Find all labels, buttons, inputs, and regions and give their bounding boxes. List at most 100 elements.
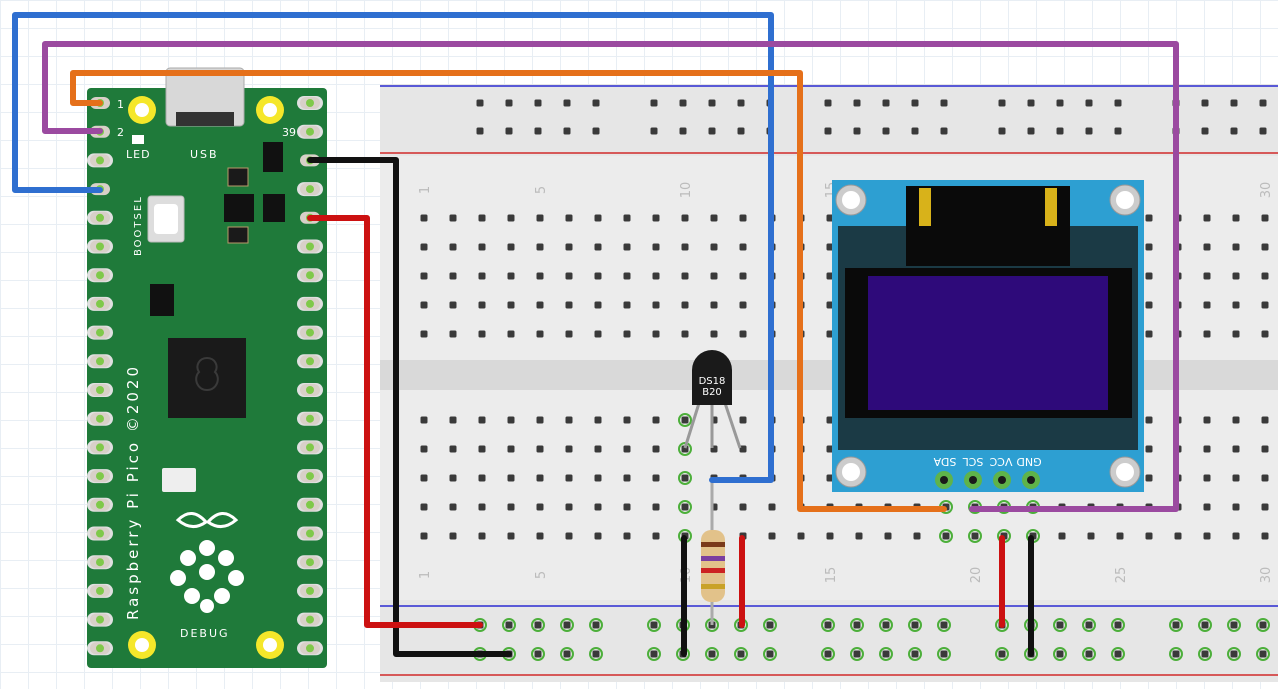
connected-hole-highlight: [531, 647, 545, 661]
breadboard-hole: [826, 474, 834, 482]
rail-hole: [1201, 650, 1209, 658]
breadboard-hole: [739, 214, 747, 222]
connected-hole-highlight: [705, 647, 719, 661]
breadboard-hole: [739, 503, 747, 511]
led-indicator: [132, 135, 144, 144]
breadboard-hole: [594, 272, 602, 280]
breadboard-hole: [420, 301, 428, 309]
pico-pin-hole: [96, 586, 104, 595]
pico-pin-hole: [96, 529, 104, 538]
breadboard-hole: [1261, 243, 1269, 251]
breadboard-hole: [536, 272, 544, 280]
rail-hole: [824, 621, 832, 629]
rail-hole: [998, 127, 1006, 135]
pico-pin-hole: [306, 242, 314, 251]
rail-hole: [998, 650, 1006, 658]
rail-hole: [1172, 650, 1180, 658]
connected-hole-highlight: [647, 647, 661, 661]
breadboard-hole: [739, 330, 747, 338]
oled-header-pins: [935, 471, 1040, 489]
smd-component: [263, 194, 285, 222]
pico-pin-hole: [96, 500, 104, 509]
pico-pin-hole: [96, 328, 104, 337]
rail-hole: [1259, 127, 1267, 135]
breadboard-hole: [1145, 445, 1153, 453]
pico-pin-hole: [306, 586, 314, 595]
connected-hole-highlight: [879, 647, 893, 661]
breadboard-hole: [536, 416, 544, 424]
rp2040-chip: [168, 338, 246, 418]
rail-hole: [911, 621, 919, 629]
wires: [12, 12, 1179, 657]
connected-hole-highlight: [937, 647, 951, 661]
breadboard-hole: [1087, 532, 1095, 540]
rail-hole: [1056, 99, 1064, 107]
rail-hole: [505, 127, 513, 135]
breadboard-hole: [826, 301, 834, 309]
pin2-label: 2: [117, 126, 124, 139]
rail-hole: [737, 127, 745, 135]
connected-hole-highlight: [678, 471, 692, 485]
column-number-top: 10: [679, 182, 694, 199]
rail-hole: [766, 650, 774, 658]
breadboard-hole: [681, 214, 689, 222]
breadboard-hole: [681, 416, 689, 424]
breadboard-hole: [420, 214, 428, 222]
breadboard-hole: [768, 532, 776, 540]
connected-hole-highlight: [589, 647, 603, 661]
rail-hole: [1230, 650, 1238, 658]
rail-hole: [824, 99, 832, 107]
connected-hole-highlight: [937, 618, 951, 632]
debug-label: DEBUG: [180, 627, 230, 640]
breadboard-hole: [1203, 272, 1211, 280]
pico-pin-hole: [96, 558, 104, 567]
connected-hole-highlight: [850, 618, 864, 632]
rail-hole: [737, 99, 745, 107]
oled-pin-label-gnd: GND: [1016, 455, 1041, 468]
breadboard-hole: [594, 243, 602, 251]
breadboard-hole: [594, 416, 602, 424]
breadboard-hole: [565, 416, 573, 424]
connected-hole-highlight: [908, 647, 922, 661]
connected-hole-highlight: [821, 647, 835, 661]
sensor-label-line2: B20: [702, 387, 722, 398]
breadboard-hole: [1261, 445, 1269, 453]
breadboard-hole: [1203, 214, 1211, 222]
breadboard-hole: [449, 243, 457, 251]
breadboard-hole: [507, 330, 515, 338]
pico-pin-hole: [96, 644, 104, 653]
rail-hole: [911, 127, 919, 135]
pico-pin-hole: [96, 271, 104, 280]
breadboard-hole: [1145, 272, 1153, 280]
connected-hole-highlight: [560, 647, 574, 661]
pin39-label: 39: [282, 126, 296, 139]
breadboard-hole: [623, 243, 631, 251]
breadboard-hole: [507, 243, 515, 251]
breadboard-hole: [420, 445, 428, 453]
breadboard-hole: [594, 214, 602, 222]
breadboard-hole: [1261, 330, 1269, 338]
connected-hole-highlight: [968, 529, 982, 543]
breadboard-hole: [1261, 416, 1269, 424]
breadboard-hole: [536, 214, 544, 222]
breadboard-hole: [1145, 330, 1153, 338]
breadboard-hole: [1145, 416, 1153, 424]
rail-hole: [563, 127, 571, 135]
resistor-body: [701, 530, 725, 602]
rail-hole: [911, 650, 919, 658]
wire-purple: [42, 41, 1179, 512]
breadboard-hole: [1261, 272, 1269, 280]
rail-hole: [650, 650, 658, 658]
breadboard-hole: [1232, 532, 1240, 540]
breadboard-hole: [623, 416, 631, 424]
pico-pin-hole: [96, 615, 104, 624]
breadboard-hole: [652, 214, 660, 222]
column-number-bottom: 30: [1259, 567, 1274, 584]
rail-hole: [1201, 127, 1209, 135]
pico-pin-hole: [306, 328, 314, 337]
pico-pin-hole: [96, 299, 104, 308]
breadboard-hole: [1174, 532, 1182, 540]
breadboard-hole: [565, 301, 573, 309]
breadboard-hole: [1058, 532, 1066, 540]
